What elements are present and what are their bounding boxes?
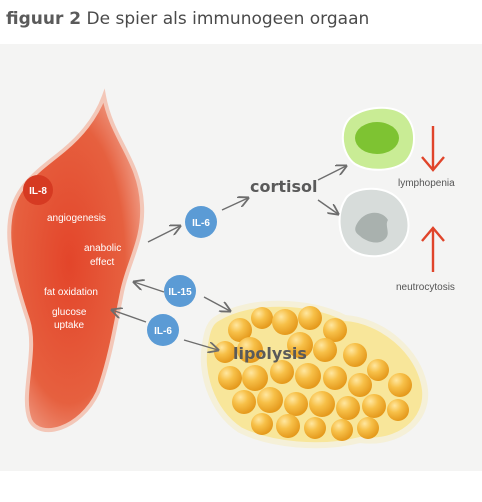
il6-bottom-label: IL-6 [154, 326, 172, 337]
cortisol-label: cortisol [250, 177, 318, 196]
muscle-shape [7, 88, 145, 433]
arrow-up-icon [421, 226, 445, 272]
il6-top-label: IL-6 [192, 218, 210, 229]
uptake-label: uptake [54, 320, 84, 331]
effect-label: effect [90, 257, 114, 268]
figure-title: figuur 2 De spier als immunogeen orgaan [6, 9, 369, 29]
il15-label: IL-15 [168, 287, 192, 298]
il8-label: IL-8 [29, 186, 47, 197]
angiogenesis-label: angiogenesis [47, 213, 106, 224]
anabolic-label: anabolic [84, 243, 121, 254]
il8-badge: IL-8 [23, 175, 53, 205]
lymphopenia-label: lymphopenia [398, 178, 455, 189]
neutrocytosis-label: neutrocytosis [396, 282, 455, 293]
connector-arrows [112, 166, 346, 350]
figure-caption: De spier als immunogeen orgaan [86, 9, 370, 29]
il15-badge: IL-15 [164, 275, 196, 307]
figure-header: figuur 2 De spier als immunogeen orgaan [0, 0, 482, 38]
neutrophil-cell [338, 187, 410, 258]
il6-top-badge: IL-6 [185, 206, 217, 238]
arrow-down-icon [421, 126, 445, 172]
il6-bottom-badge: IL-6 [147, 314, 179, 346]
glucose-label: glucose [52, 307, 87, 318]
fat-tissue [200, 300, 429, 449]
lipolysis-label: lipolysis [233, 344, 307, 363]
figure-number: figuur 2 [6, 9, 82, 29]
lymphocyte-cell [341, 106, 415, 171]
fat-oxidation-label: fat oxidation [44, 287, 98, 298]
